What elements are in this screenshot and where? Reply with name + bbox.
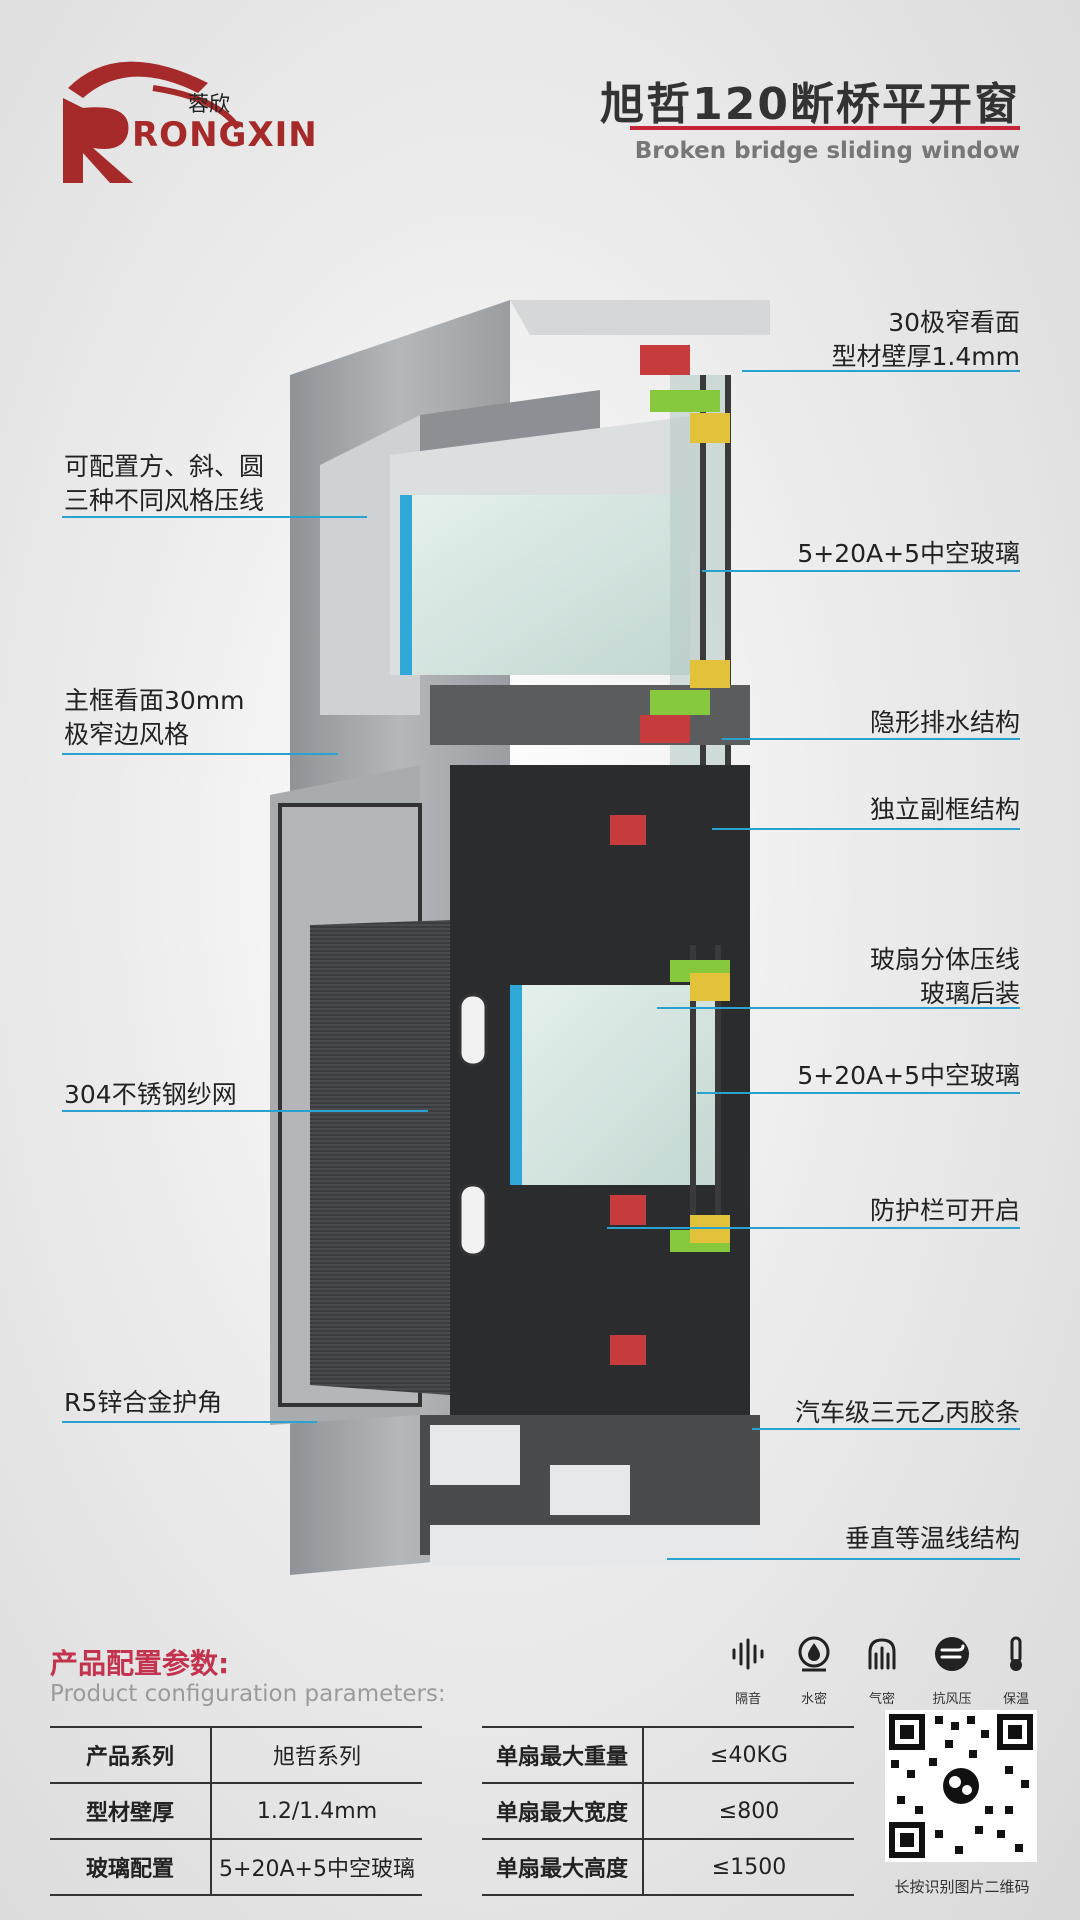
wind-pressure-icon	[935, 1637, 969, 1671]
callout-hidden-drainage: 隐形排水结构	[869, 708, 1020, 737]
table-row: 玻璃配置 5+20A+5中空玻璃	[50, 1839, 422, 1896]
callout-leader	[702, 570, 1020, 572]
table-row: 单扇最大高度 ≤1500	[482, 1839, 854, 1896]
window-cross-section	[270, 300, 770, 1575]
callout-leader	[657, 1007, 1020, 1009]
spec-value: 旭哲系列	[211, 1726, 422, 1784]
spec-value: 1.2/1.4mm	[211, 1783, 422, 1840]
feature-air-tightness: 气密	[852, 1634, 912, 1707]
callout-split-bead: 玻扇分体压线 玻璃后装	[869, 945, 1020, 1008]
brand-logo	[63, 61, 241, 183]
spec-key: 型材壁厚	[50, 1783, 212, 1840]
feature-label: 气密	[868, 1692, 895, 1707]
spec-value: ≤800	[643, 1783, 854, 1840]
qr-code[interactable]	[885, 1710, 1037, 1862]
callout-insulated-glass-bottom: 5+20A+5中空玻璃	[797, 1061, 1020, 1090]
feature-sound-insulation: 隔音	[718, 1634, 778, 1707]
feature-label: 隔音	[734, 1692, 761, 1707]
sound-insulation-icon	[732, 1638, 764, 1670]
feature-label: 保温	[1002, 1692, 1029, 1707]
callout-guardrail: 防护栏可开启	[869, 1196, 1020, 1225]
feature-wind-pressure: 抗风压	[922, 1634, 982, 1707]
callout-corner-guard: R5锌合金护角	[64, 1388, 223, 1417]
callout-leader	[62, 1110, 428, 1112]
callout-sub-frame: 独立副框结构	[869, 795, 1020, 824]
spec-key: 单扇最大重量	[482, 1726, 644, 1784]
spec-table-left: 产品系列 旭哲系列 型材壁厚 1.2/1.4mm 玻璃配置 5+20A+5中空玻…	[50, 1726, 422, 1896]
thermal-insulation-icon	[1010, 1636, 1022, 1671]
air-tightness-icon	[868, 1638, 896, 1670]
callout-leader	[62, 1421, 317, 1423]
callout-leader	[667, 1558, 1020, 1560]
feature-water-tightness: 水密	[784, 1634, 844, 1707]
qr-caption: 长按识别图片二维码	[894, 1878, 1030, 1896]
page-subtitle: Broken bridge sliding window	[634, 138, 1020, 164]
spec-key: 玻璃配置	[50, 1839, 212, 1896]
brand-name-en: RONGXIN	[132, 115, 318, 155]
table-row: 单扇最大重量 ≤40KG	[482, 1726, 854, 1784]
feature-label: 水密	[800, 1692, 827, 1707]
feature-thermal-insulation: 保温	[986, 1634, 1046, 1707]
table-row: 产品系列 旭哲系列	[50, 1726, 422, 1784]
spec-value: 5+20A+5中空玻璃	[211, 1839, 422, 1896]
callout-leader	[697, 1092, 1020, 1094]
callout-leader	[722, 738, 1020, 740]
callout-leader	[607, 1227, 1020, 1229]
callout-narrow-frame: 主框看面30mm 极窄边风格	[64, 686, 245, 749]
water-tightness-icon	[798, 1636, 830, 1672]
callout-mesh: 304不锈钢纱网	[64, 1080, 237, 1109]
page-title: 旭哲120断桥平开窗	[600, 79, 1020, 130]
callout-narrow-sightline: 30极窄看面 型材壁厚1.4mm	[831, 308, 1020, 371]
table-row: 单扇最大宽度 ≤800	[482, 1783, 854, 1840]
callout-glazing-bead: 可配置方、斜、圆 三种不同风格压线	[64, 452, 265, 515]
table-row: 型材壁厚 1.2/1.4mm	[50, 1783, 422, 1840]
callout-isotherm: 垂直等温线结构	[844, 1524, 1020, 1553]
spec-key: 单扇最大宽度	[482, 1783, 644, 1840]
feature-label: 抗风压	[932, 1692, 972, 1707]
brand-name-cn: 蓉欣	[188, 92, 230, 116]
callout-leader	[742, 370, 1020, 372]
params-subtitle: Product configuration parameters:	[50, 1681, 446, 1707]
title-underline	[630, 126, 1020, 130]
callout-leader	[752, 1428, 1020, 1430]
spec-value: ≤40KG	[643, 1726, 854, 1784]
callout-leader	[62, 516, 367, 518]
spec-table-right: 单扇最大重量 ≤40KG 单扇最大宽度 ≤800 单扇最大高度 ≤1500	[482, 1726, 854, 1896]
spec-key: 产品系列	[50, 1726, 212, 1784]
spec-value: ≤1500	[643, 1839, 854, 1896]
callout-leader	[712, 828, 1020, 830]
callout-leader	[62, 753, 338, 755]
params-title: 产品配置参数:	[50, 1647, 230, 1680]
callout-insulated-glass-top: 5+20A+5中空玻璃	[797, 539, 1020, 568]
callout-epdm-gasket: 汽车级三元乙丙胶条	[794, 1398, 1020, 1427]
spec-key: 单扇最大高度	[482, 1839, 644, 1896]
